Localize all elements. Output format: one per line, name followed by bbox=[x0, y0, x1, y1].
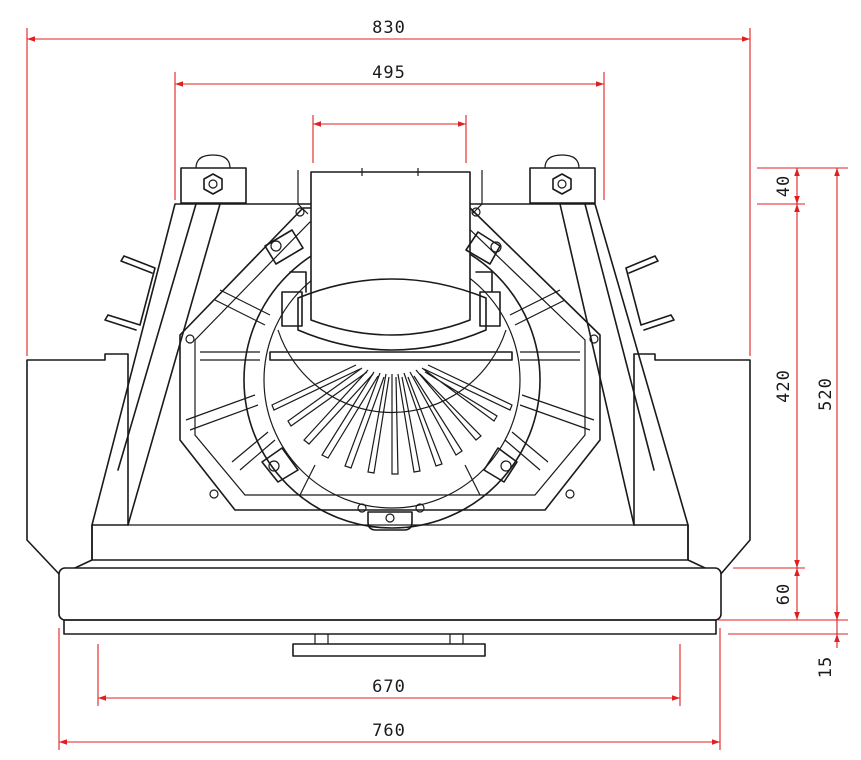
dim-label-420: 420 bbox=[774, 369, 794, 403]
base-block bbox=[58, 567, 722, 621]
right-side-panel bbox=[633, 353, 751, 576]
machine-outline bbox=[26, 154, 751, 657]
right-top-bracket bbox=[529, 167, 596, 204]
left-top-bracket bbox=[180, 167, 247, 204]
right-lower-tab-hole bbox=[500, 460, 512, 472]
dimension-vertical-right: 40 420 60 520 15 bbox=[718, 167, 848, 678]
right-upper-tab bbox=[465, 231, 501, 265]
left-clamp bbox=[281, 271, 307, 327]
left-nut-bore bbox=[208, 179, 218, 189]
dimension-base-width: 760 bbox=[58, 628, 721, 750]
dimension-top-bracket-span: 495 bbox=[174, 63, 605, 200]
main-housing bbox=[91, 203, 689, 561]
right-clamp bbox=[475, 271, 501, 327]
right-guide bbox=[471, 170, 483, 215]
right-handle bbox=[625, 255, 675, 331]
octagon-frame bbox=[179, 207, 601, 511]
dimension-duct-width bbox=[312, 115, 467, 163]
frame-spokes bbox=[185, 289, 595, 496]
right-lower-tab bbox=[483, 447, 518, 483]
dim-label-15: 15 bbox=[816, 656, 836, 678]
left-side-panel bbox=[26, 353, 129, 576]
right-nut-bore bbox=[557, 179, 567, 189]
bottom-lug bbox=[367, 511, 413, 531]
left-lower-tab-hole bbox=[268, 460, 280, 472]
octagon-frame-inner bbox=[194, 221, 586, 496]
dim-label-40: 40 bbox=[774, 175, 794, 197]
base-plate bbox=[63, 619, 717, 635]
fan-blades bbox=[271, 364, 513, 475]
dim-label-830: 830 bbox=[372, 18, 406, 38]
baffle-bar bbox=[269, 351, 513, 361]
dim-label-670: 670 bbox=[372, 677, 406, 697]
right-upper-tab-hole bbox=[490, 241, 502, 253]
bottom-lug-hole bbox=[385, 513, 395, 523]
left-upper-tab-hole bbox=[270, 240, 282, 252]
central-duct bbox=[310, 171, 471, 336]
left-nut-icon bbox=[203, 173, 223, 195]
dimension-base-inner-width: 670 bbox=[97, 644, 681, 706]
dim-label-60: 60 bbox=[774, 583, 794, 605]
right-roller bbox=[544, 154, 580, 169]
dimension-overall-width: 830 bbox=[26, 18, 751, 356]
dim-label-495: 495 bbox=[372, 63, 406, 83]
left-inner-frame bbox=[117, 203, 221, 526]
left-roller bbox=[195, 154, 231, 169]
dim-label-520: 520 bbox=[816, 377, 836, 411]
bottom-foot bbox=[292, 643, 486, 657]
frame-holes bbox=[185, 207, 599, 513]
right-inner-frame bbox=[559, 203, 655, 526]
dim-label-760: 760 bbox=[372, 721, 406, 741]
right-nut-icon bbox=[552, 173, 572, 195]
duct-curve bbox=[297, 278, 487, 351]
left-handle bbox=[104, 255, 156, 331]
left-upper-tab bbox=[264, 229, 304, 265]
left-guide bbox=[297, 170, 309, 215]
left-lower-tab bbox=[261, 447, 299, 483]
